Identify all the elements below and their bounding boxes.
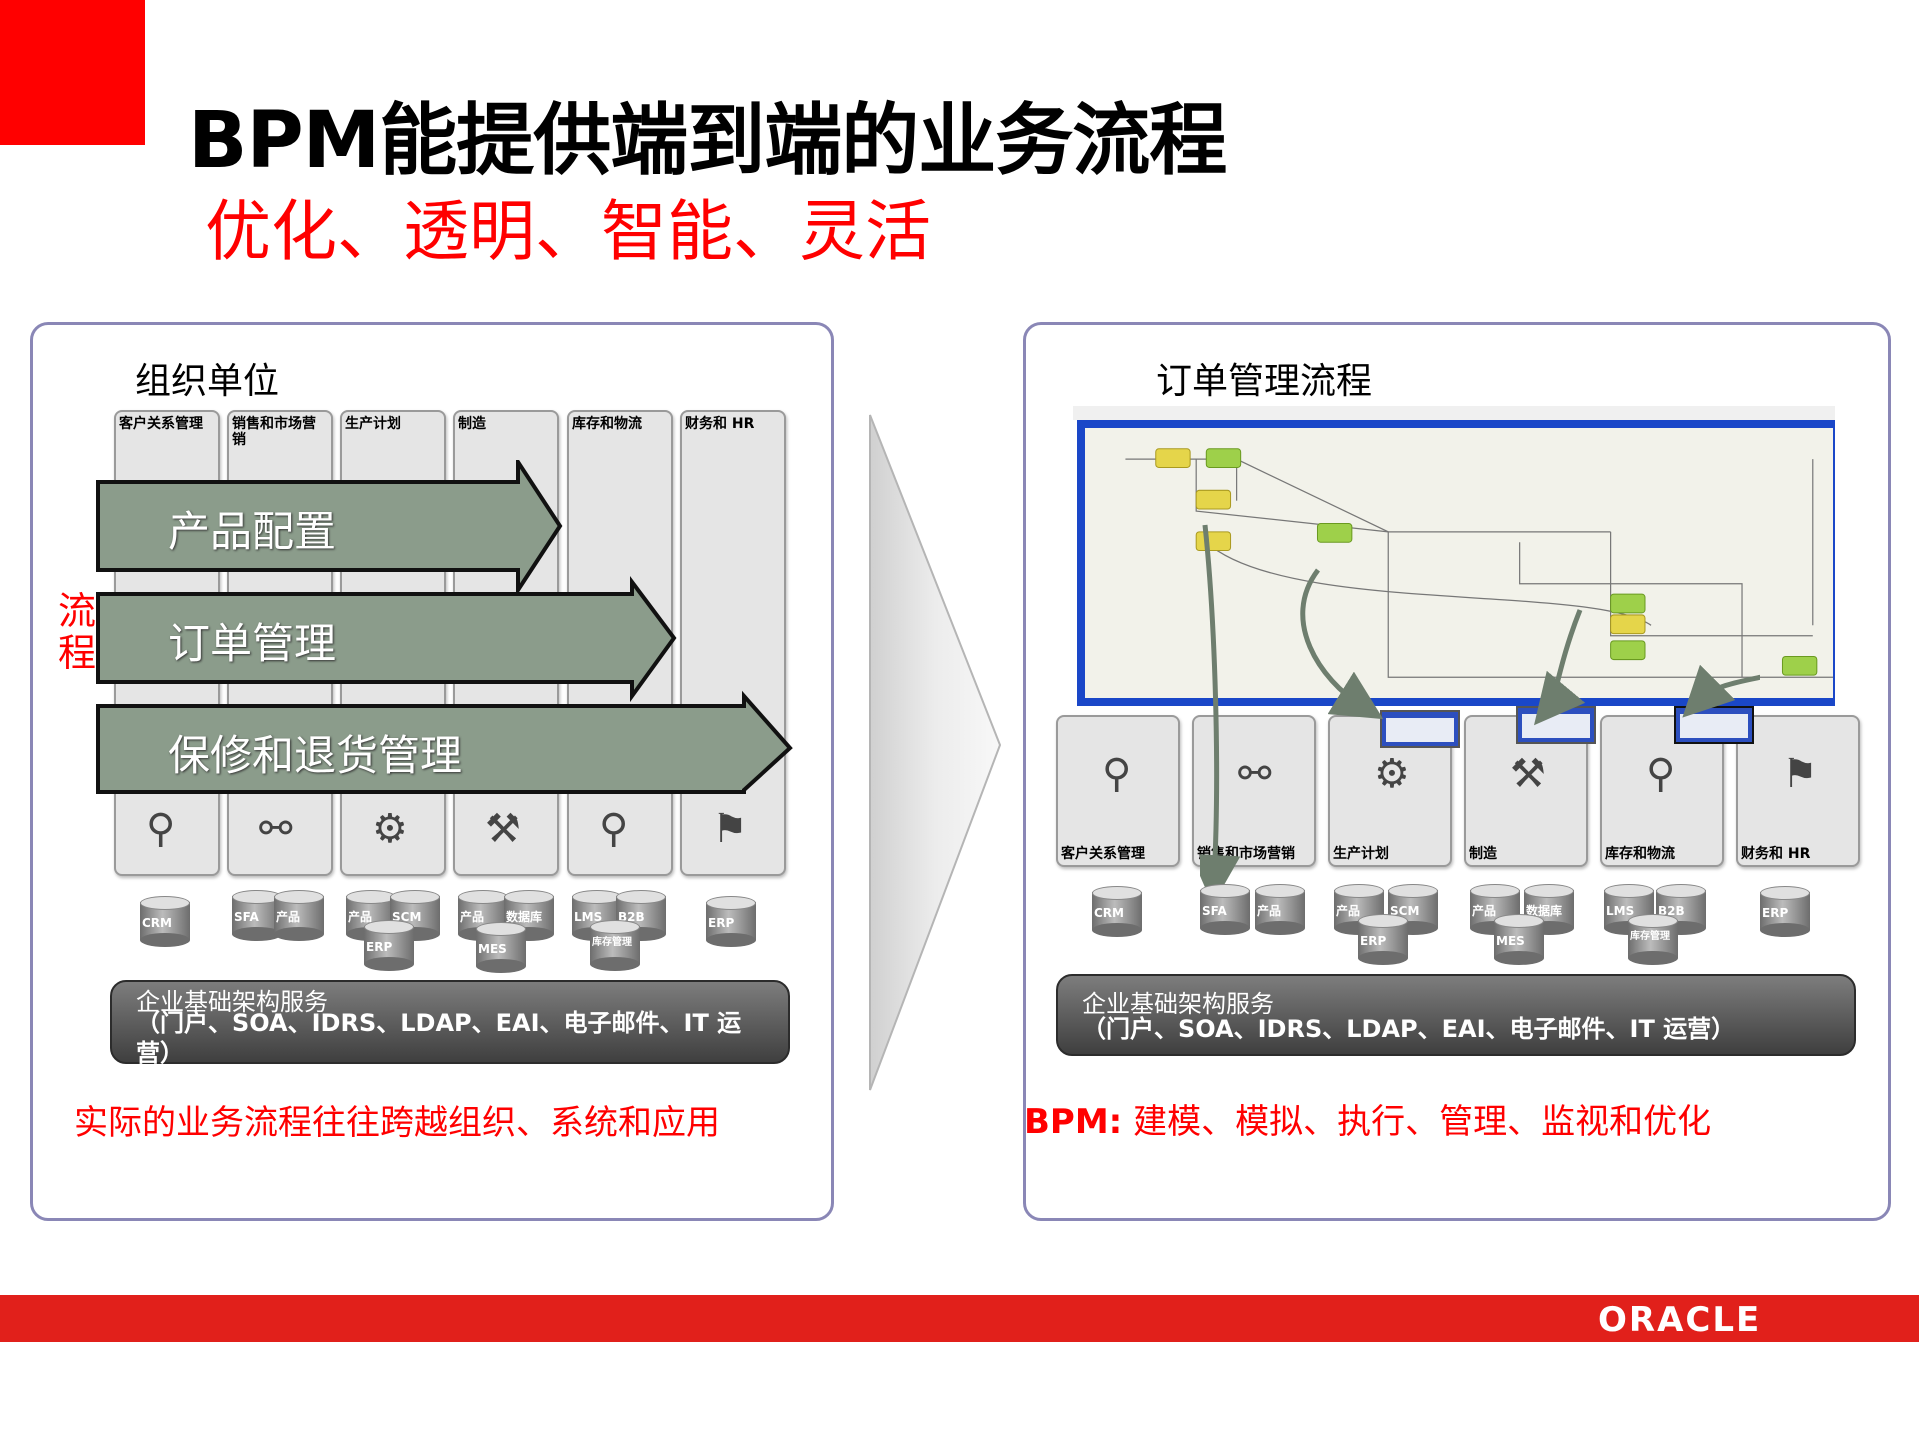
- left-column-finance: 财务和 HR ⚑: [680, 410, 786, 876]
- transition-arrow: [869, 414, 1002, 1091]
- handshake-icon: ⚯: [1238, 751, 1272, 797]
- database-icon: 库存管理: [1628, 914, 1678, 965]
- presenter-icon: ⚑: [712, 806, 748, 852]
- database-icon: ERP: [364, 920, 414, 971]
- right-caption: BPM: 建模、模拟、执行、管理、监视和优化: [1024, 1094, 1711, 1143]
- column-label: 客户关系管理: [1061, 846, 1145, 862]
- database-icon: 库存管理: [590, 920, 640, 971]
- caption-text: 建模、模拟、执行、管理、监视和优化: [1122, 1102, 1712, 1142]
- left-infra-services-bar: 企业基础架构服务 （门户、SOA、IDRS、LDAP、EAI、电子邮件、IT 运…: [110, 980, 790, 1067]
- screenshot-titlebar: [1073, 406, 1835, 420]
- process-vertical-label: 流程: [58, 589, 97, 675]
- presenter-icon: ⚑: [1782, 751, 1818, 797]
- oracle-logo: ORACLE: [1598, 1300, 1762, 1340]
- process-label: 产品配置: [168, 507, 337, 556]
- process-arrow-product-config: [96, 460, 563, 597]
- task-screen-thumbnail: [1380, 710, 1460, 748]
- column-label: 库存和物流: [572, 416, 642, 432]
- column-label: 制造: [1469, 846, 1497, 862]
- process-arrow-order-mgmt: [96, 576, 677, 703]
- red-corner-block: [0, 0, 145, 145]
- column-label: 财务和 HR: [685, 416, 755, 432]
- worker-icon: ⚒: [485, 806, 521, 852]
- database-icon: B2B: [1656, 884, 1706, 935]
- column-label: 销售和市场营销: [232, 416, 316, 448]
- computer-user-icon: ⚲: [1646, 751, 1676, 797]
- database-icon: MES: [476, 922, 526, 973]
- column-label: 生产计划: [1333, 846, 1389, 862]
- database-icon: MES: [1494, 914, 1544, 965]
- caption-prefix: BPM:: [1024, 1102, 1123, 1142]
- flow-arrows: [1200, 524, 1760, 900]
- process-arrows: [96, 460, 793, 794]
- database-icon: SFA: [232, 890, 282, 941]
- column-label: 库存和物流: [1605, 846, 1675, 862]
- database-icon: 产品: [1255, 884, 1305, 935]
- right-column-crm: ⚲ 客户关系管理: [1056, 715, 1180, 867]
- column-label: 客户关系管理: [119, 416, 203, 432]
- database-icon: ERP: [706, 896, 756, 947]
- process-flow-diagram: [1125, 448, 1833, 678]
- infra-detail: （门户、SOA、IDRS、LDAP、EAI、电子邮件、IT 运营）: [136, 1009, 742, 1067]
- right-column-sales: ⚯ 销售和市场营销: [1192, 715, 1316, 867]
- right-infra-services-bar: 企业基础架构服务 （门户、SOA、IDRS、LDAP、EAI、电子邮件、IT 运…: [1056, 974, 1856, 1056]
- right-panel-heading: 订单管理流程: [1156, 361, 1373, 402]
- database-icon: CRM: [1092, 886, 1142, 937]
- bpm-process-screenshot: [1073, 406, 1835, 706]
- database-icon: 产品: [274, 890, 324, 941]
- footer-bar: [0, 1295, 1919, 1342]
- database-icon: SFA: [1200, 884, 1250, 935]
- office-worker-icon: ⚲: [1102, 751, 1132, 797]
- handshake-icon: ⚯: [259, 806, 293, 852]
- process-arrow-warranty: [96, 690, 793, 794]
- database-icon: 数据库: [504, 890, 554, 941]
- planner-icon: ⚙: [372, 806, 408, 852]
- page-subtitle: 优化、透明、智能、灵活: [205, 193, 931, 270]
- process-label: 保修和退货管理: [168, 731, 463, 780]
- infra-detail: （门户、SOA、IDRS、LDAP、EAI、电子邮件、IT 运营）: [1082, 1015, 1736, 1043]
- left-panel-heading: 组织单位: [135, 361, 280, 402]
- infra-title: 企业基础架构服务: [136, 988, 328, 1016]
- computer-user-icon: ⚲: [599, 806, 629, 852]
- office-worker-icon: ⚲: [146, 806, 176, 852]
- column-label: 生产计划: [345, 416, 401, 432]
- worker-icon: ⚒: [1510, 751, 1546, 797]
- infra-title: 企业基础架构服务: [1082, 990, 1274, 1018]
- planner-icon: ⚙: [1374, 751, 1410, 797]
- database-icon: CRM: [140, 896, 190, 947]
- column-label: 财务和 HR: [1741, 846, 1811, 862]
- database-icon: ERP: [1760, 886, 1810, 937]
- process-label: 订单管理: [168, 619, 337, 668]
- database-icon: ERP: [1358, 914, 1408, 965]
- page-title: BPM能提供端到端的业务流程: [188, 96, 1227, 186]
- right-column-finance: ⚑ 财务和 HR: [1736, 715, 1860, 867]
- left-caption: 实际的业务流程往往跨越组织、系统和应用: [74, 1103, 720, 1143]
- column-label: 制造: [458, 416, 486, 432]
